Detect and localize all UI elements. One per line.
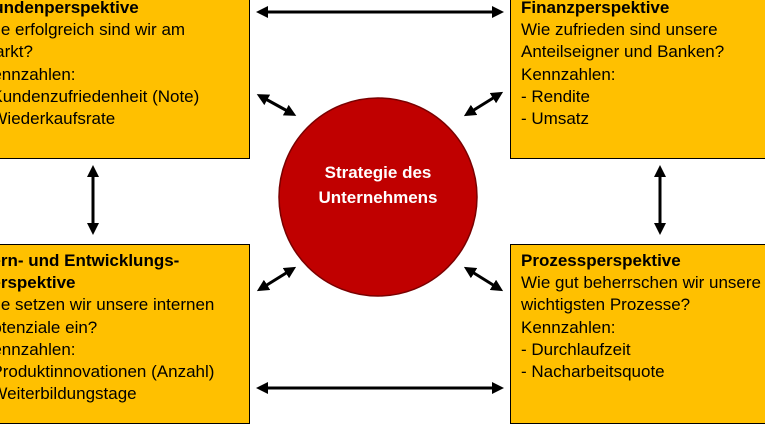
box-line: - Rendite: [521, 86, 590, 106]
box-line: Kennzahlen:: [0, 64, 76, 84]
box-title: Prozessperspektive: [521, 251, 681, 270]
box-line: Markt?: [0, 42, 33, 62]
box-line: - Kundenzufriedenheit (Note): [0, 86, 200, 106]
box-line: - Wiederkaufsrate: [0, 108, 116, 128]
finance-perspective-box: Finanzperspektive Wie zufrieden sind uns…: [510, 0, 765, 159]
arrow-diag-bottom-left: [256, 266, 297, 292]
box-line: Anteilseigner und Banken?: [521, 42, 725, 62]
strategy-label-line2: Unternehmens: [318, 188, 438, 207]
box-line: Wie zufrieden sind unsere: [521, 20, 718, 40]
process-perspective-box: Prozessperspektive Wie gut beherrschen w…: [510, 244, 765, 424]
box-line: - Produktinnovationen (Anzahl): [0, 361, 215, 381]
strategy-label-line1: Strategie des: [324, 163, 432, 182]
box-line: Kennzahlen:: [0, 339, 76, 359]
box-line: Wie gut beherrschen wir unsere: [521, 273, 762, 293]
box-title: Finanzperspektive: [521, 0, 670, 17]
box-title: perspektive: [0, 273, 76, 293]
box-line: - Umsatz: [521, 108, 589, 128]
box-title: Lern- und Entwicklungs-: [0, 251, 180, 270]
arrow-diag-bottom-right: [463, 266, 504, 292]
box-line: Wie setzen wir unsere internen: [0, 295, 215, 315]
arrows-and-circle: [87, 6, 666, 394]
box-line: Potenziale ein?: [0, 317, 98, 337]
box-line: Wie erfolgreich sind wir am: [0, 20, 186, 40]
box-line: - Weiterbildungstage: [0, 384, 137, 404]
arrow-diag-top-left: [256, 94, 297, 116]
box-line: Kennzahlen:: [521, 317, 616, 337]
strategy-label: Strategie des Unternehmens: [278, 160, 478, 210]
learning-perspective-box: Lern- und Entwicklungs- perspektive Wie …: [0, 244, 250, 424]
customer-perspective-box: Kundenperspektive Wie erfolgreich sind w…: [0, 0, 250, 159]
strategy-circle: [278, 97, 478, 297]
box-line: Kennzahlen:: [521, 64, 616, 84]
box-title: Kundenperspektive: [0, 0, 139, 17]
box-line: wichtigsten Prozesse?: [521, 295, 691, 315]
box-line: - Durchlaufzeit: [521, 339, 631, 359]
arrow-diag-top-right: [463, 91, 504, 117]
box-line: - Nacharbeitsquote: [521, 361, 665, 381]
